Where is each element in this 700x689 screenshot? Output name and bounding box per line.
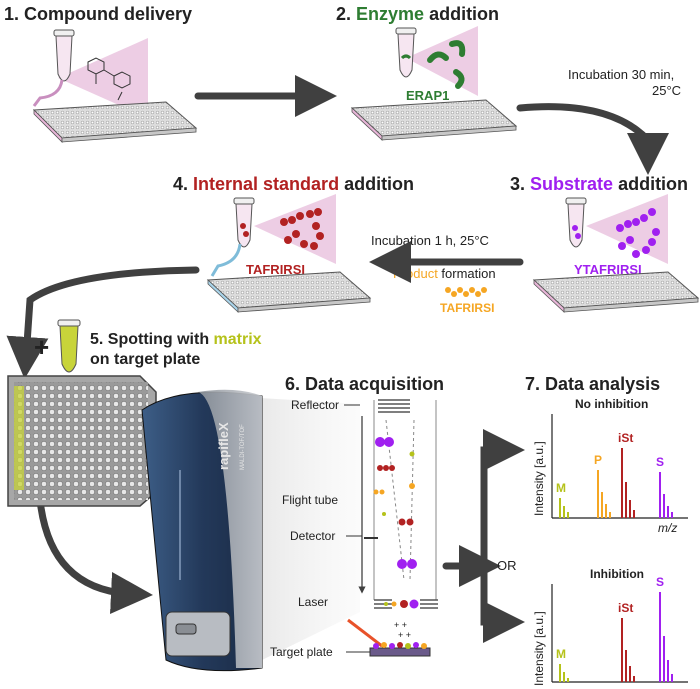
peak-ist-top: iSt bbox=[618, 431, 633, 445]
spectrum-top-title: No inhibition bbox=[575, 397, 648, 411]
arrow-or-up bbox=[480, 429, 525, 570]
peak-s-top: S bbox=[656, 455, 664, 469]
ion-dots bbox=[373, 437, 419, 609]
tube-icon bbox=[395, 27, 417, 78]
peak-m-top: M bbox=[556, 481, 566, 495]
tube-icon bbox=[233, 197, 255, 248]
tube-icon bbox=[53, 29, 75, 82]
substrate-icon bbox=[616, 208, 660, 258]
product-formation-text: Product formation bbox=[393, 266, 496, 281]
step2-illustration: ERAP1 bbox=[350, 26, 518, 141]
spectrum-bottom-ylabel: Intensity [a.u.] bbox=[532, 611, 546, 686]
product-icon bbox=[445, 287, 487, 297]
peak-s-bottom: S bbox=[656, 575, 664, 589]
step3-illustration: YTAFRIRSI bbox=[532, 194, 700, 313]
flow-arrows bbox=[6, 75, 669, 643]
step7-title: 7. Data analysis bbox=[525, 374, 660, 394]
step5-subtitle: on target plate bbox=[90, 351, 200, 368]
plate-icon bbox=[350, 99, 518, 141]
matrix-tube-icon bbox=[57, 319, 81, 373]
step2-title: 2. Enzyme addition bbox=[336, 4, 499, 24]
enzyme-icon bbox=[427, 40, 466, 89]
step6-title: 6. Data acquisition bbox=[285, 374, 444, 394]
svg-text:+ +: + + bbox=[394, 620, 407, 630]
substrate-label: YTAFRIRSI bbox=[574, 262, 642, 277]
step5-title: 5. Spotting with matrix bbox=[90, 331, 262, 348]
target-plate-icon bbox=[7, 375, 157, 507]
incubation2-text: Incubation 1 h, 25°C bbox=[371, 233, 489, 248]
plate-icon bbox=[206, 271, 372, 313]
step1-illustration bbox=[32, 29, 198, 143]
arrow-or-down bbox=[480, 562, 525, 643]
step4-illustration: TAFRIRSI bbox=[206, 194, 372, 313]
incubation1b-text: 25°C bbox=[652, 83, 681, 98]
tube-icon bbox=[565, 197, 587, 248]
erap1-label: ERAP1 bbox=[406, 88, 449, 103]
peak-p-top: P bbox=[594, 453, 602, 467]
maldi-instrument: rapifleX MALDI-TOF/TOF bbox=[141, 389, 360, 672]
target-plate-label: Target plate bbox=[270, 645, 333, 659]
peak-m-bottom: M bbox=[556, 647, 566, 661]
step1-title: 1. Compound delivery bbox=[4, 4, 192, 24]
spectrum-top-xlabel: m/z bbox=[658, 521, 677, 535]
plate-icon bbox=[532, 271, 700, 313]
incubation1-text: Incubation 30 min, bbox=[568, 67, 674, 82]
peak-ist-bottom: iSt bbox=[618, 601, 633, 615]
spectrum-top-ylabel: Intensity [a.u.] bbox=[532, 441, 546, 516]
instrument-brand: rapifleX bbox=[216, 422, 231, 470]
arrow-2-to-3 bbox=[516, 103, 669, 175]
detector-label: Detector bbox=[290, 529, 335, 543]
spectrum-inhibition: Inhibition Intensity [a.u.] M iSt S bbox=[532, 567, 688, 686]
plus-sign: + bbox=[34, 332, 49, 362]
reflector-label: Reflector bbox=[291, 398, 339, 412]
step4-title: 4. Internal standard addition bbox=[173, 174, 414, 194]
svg-text:+ +: + + bbox=[398, 630, 411, 640]
instrument-sub: MALDI-TOF/TOF bbox=[240, 424, 246, 470]
spectrum-no-inhibition: No inhibition Intensity [a.u.] M P iSt S… bbox=[532, 397, 688, 535]
tof-schematic: Reflector Flight tube Detector bbox=[270, 398, 438, 659]
product-seq-label: TAFRIRSI bbox=[440, 301, 494, 315]
istd-icon bbox=[280, 208, 324, 250]
plate-icon bbox=[32, 101, 198, 143]
istd-label: TAFRIRSI bbox=[246, 262, 305, 277]
or-label: OR bbox=[497, 558, 517, 573]
arrow-4-to-5 bbox=[6, 266, 200, 379]
compound-triangle bbox=[58, 38, 148, 118]
spot-dots bbox=[373, 642, 427, 649]
spectrum-bottom-title: Inhibition bbox=[590, 567, 644, 581]
flight-tube-label: Flight tube bbox=[282, 493, 338, 507]
step3-title: 3. Substrate addition bbox=[510, 174, 688, 194]
arrow-5-to-6 bbox=[36, 496, 153, 614]
laser-label: Laser bbox=[298, 595, 328, 609]
